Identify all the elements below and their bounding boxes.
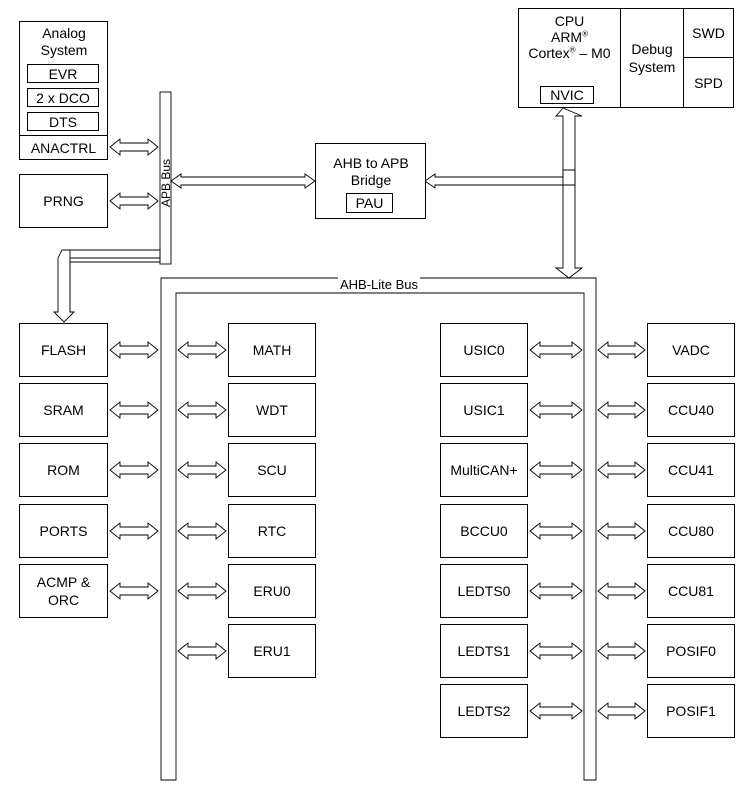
spd-block: SPD: [683, 57, 734, 108]
bus-arrow-posif0: [597, 642, 646, 660]
block-ports: PORTS: [19, 504, 108, 558]
apb-bus-label: APB Bus: [159, 158, 173, 207]
cpu-reg-mark-2: ®: [569, 45, 576, 55]
bus-arrow-rom: [109, 461, 159, 479]
block-eru0: ERU0: [228, 564, 316, 618]
bus-arrow-ports: [109, 522, 159, 540]
bus-arrow-ledts1: [529, 642, 583, 660]
pau-block: PAU: [346, 193, 393, 213]
bus-arrow-ledts2: [529, 702, 583, 720]
block-ccu41: CCU41: [647, 443, 735, 497]
swd-block: SWD: [683, 8, 734, 58]
bus-arrow-ccu81: [597, 582, 646, 600]
block-acmp-orc: ACMP & ORC: [19, 564, 108, 618]
ahb-bus-bar: [160, 277, 597, 781]
dts-block: DTS: [27, 112, 99, 131]
cpu-line1: CPU: [554, 13, 585, 29]
bus-arrow-vadc: [597, 341, 646, 359]
cpu-reg-mark-1: ®: [582, 29, 589, 39]
bridge-cpu-link: [424, 169, 576, 189]
bus-arrow-ccu40: [597, 401, 646, 419]
prng-block: PRNG: [19, 174, 108, 228]
apb-flash-outline: [62, 249, 161, 312]
bus-arrow-eru0: [177, 582, 227, 600]
cpu-label: CPU ARM® Cortex® – M0: [519, 13, 620, 61]
nvic-block: NVIC: [540, 86, 594, 104]
analog-system-title: Analog System: [40, 25, 88, 58]
block-rtc: RTC: [228, 504, 316, 558]
evr-block: EVR: [27, 64, 99, 83]
bus-arrow-prng: [109, 192, 159, 210]
block-scu: SCU: [228, 443, 316, 497]
bus-arrow-math: [177, 341, 227, 359]
block-ccu40: CCU40: [647, 383, 735, 437]
bus-arrow-bccu0: [529, 522, 583, 540]
debug-system-block: Debug System: [620, 8, 684, 108]
dco-block: 2 x DCO: [27, 88, 99, 107]
bus-arrow-usic1: [529, 401, 583, 419]
block-sram: SRAM: [19, 383, 108, 437]
block-ledts2: LEDTS2: [440, 684, 528, 738]
block-usic1: USIC1: [440, 383, 528, 437]
block-ccu80: CCU80: [647, 504, 735, 558]
block-bccu0: BCCU0: [440, 504, 528, 558]
bus-arrow-rtc: [177, 522, 227, 540]
ahb-lite-bus-label: AHB-Lite Bus: [338, 277, 421, 292]
apb-bus-bar: [159, 91, 172, 265]
bus-arrow-ledts0: [529, 582, 583, 600]
anactrl-block: ANACTRL: [19, 135, 108, 160]
bus-arrow-posif1: [597, 702, 646, 720]
bus-arrow-acmp-orc: [109, 582, 159, 600]
bus-arrow-ccu80: [597, 522, 646, 540]
block-ledts0: LEDTS0: [440, 564, 528, 618]
bus-arrow-flash: [109, 341, 159, 359]
block-flash: FLASH: [19, 323, 108, 377]
block-posif1: POSIF1: [647, 684, 735, 738]
block-usic0: USIC0: [440, 323, 528, 377]
bus-arrow-eru1: [177, 642, 227, 660]
bridge-apb-link: [170, 173, 316, 189]
bus-arrow-multican: [529, 461, 583, 479]
cpu-line3: Cortex: [528, 45, 570, 61]
block-rom: ROM: [19, 443, 108, 497]
bus-arrow-usic0: [529, 341, 583, 359]
cpu-line4: – M0: [579, 45, 611, 61]
block-ledts1: LEDTS1: [440, 624, 528, 678]
block-posif0: POSIF0: [647, 624, 735, 678]
bus-arrow-ccu41: [597, 461, 646, 479]
block-eru1: ERU1: [228, 624, 316, 678]
bus-arrow-wdt: [177, 401, 227, 419]
bus-arrow-scu: [177, 461, 227, 479]
block-ccu81: CCU81: [647, 564, 735, 618]
bus-arrow-sram: [109, 401, 159, 419]
block-vadc: VADC: [647, 323, 735, 377]
cpu-ahb-link: [554, 107, 584, 279]
block-wdt: WDT: [228, 383, 316, 437]
block-multican: MultiCAN+: [440, 443, 528, 497]
bridge-title: AHB to APB Bridge: [333, 155, 409, 188]
block-math: MATH: [228, 323, 316, 377]
cpu-line2: ARM: [550, 29, 583, 45]
bus-arrow-anactrl: [109, 138, 159, 156]
